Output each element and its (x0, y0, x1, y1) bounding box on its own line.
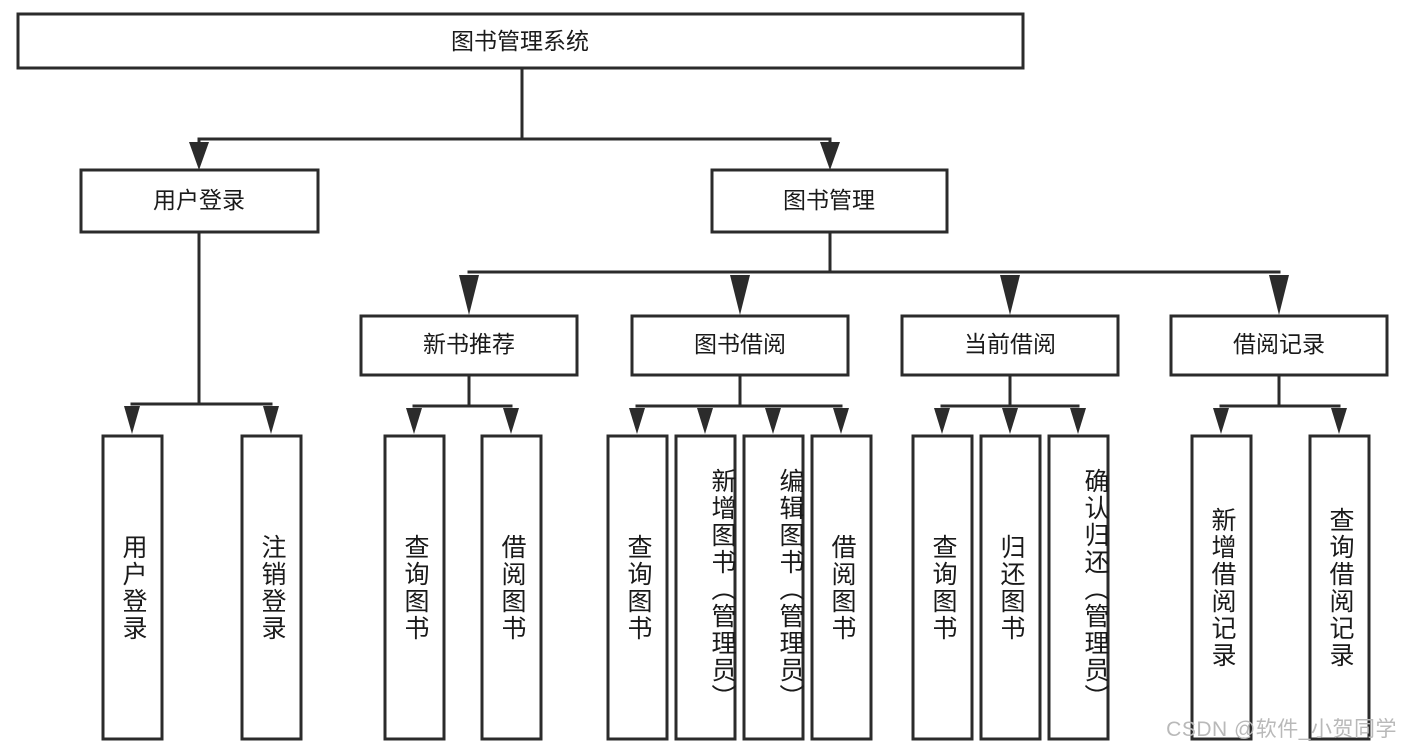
arrow-head-icon (934, 408, 950, 434)
node-user-login[interactable]: 用户登录 (79, 168, 320, 234)
arrow-head-icon (406, 408, 422, 434)
arrow-head-icon (459, 275, 479, 315)
arrow-head-icon (1331, 408, 1347, 434)
arrow-head-icon (124, 406, 140, 434)
node-book-borrow-label: 图书借阅 (694, 331, 786, 357)
arrow-head-icon (503, 408, 519, 434)
node-book-manage[interactable]: 图书管理 (710, 168, 949, 234)
arrow-head-icon (697, 408, 713, 434)
leaf-query-book-1-box[interactable] (383, 434, 446, 741)
leaf-query-record-box[interactable] (1308, 434, 1371, 741)
connector-group-new-book-recommend (406, 373, 519, 434)
arrow-head-icon (1213, 408, 1229, 434)
node-new-book-recommend-label: 新书推荐 (423, 331, 515, 357)
arrow-head-icon (765, 408, 781, 434)
leaf-user-login-box[interactable] (101, 434, 164, 741)
arrow-head-icon (629, 408, 645, 434)
arrow-head-icon (263, 406, 279, 434)
arrow-head-icon (833, 408, 849, 434)
leaf-boxes (101, 434, 1371, 741)
node-current-borrow-label: 当前借阅 (964, 331, 1056, 357)
node-borrow-record-box[interactable] (1169, 314, 1389, 377)
connector-group-borrow-record (1213, 373, 1347, 434)
connector-group-root (189, 66, 840, 170)
node-user-login-box[interactable] (79, 168, 320, 234)
arrow-head-icon (820, 142, 840, 170)
arrow-head-icon (189, 142, 209, 170)
leaf-edit-book-box[interactable] (742, 434, 805, 741)
node-new-book-recommend[interactable]: 新书推荐 (359, 314, 579, 377)
node-user-login-label: 用户登录 (153, 187, 245, 213)
connector-group-current-borrow (934, 373, 1086, 434)
leaf-add-book-box[interactable] (674, 434, 737, 741)
node-new-book-recommend-box[interactable] (359, 314, 579, 377)
watermark: CSDN @软件_小贺同学 (1166, 718, 1397, 741)
arrow-head-icon (1002, 408, 1018, 434)
arrow-head-icon (1070, 408, 1086, 434)
connector-group-book-borrow (629, 373, 849, 434)
leaf-add-record-box[interactable] (1190, 434, 1253, 741)
node-book-manage-box[interactable] (710, 168, 949, 234)
node-borrow-record[interactable]: 借阅记录 (1169, 314, 1389, 377)
node-book-manage-label: 图书管理 (783, 187, 875, 213)
node-book-borrow-box[interactable] (630, 314, 850, 377)
leaf-borrow-book-2-box[interactable] (810, 434, 873, 741)
node-current-borrow[interactable]: 当前借阅 (900, 314, 1120, 377)
node-root-label: 图书管理系统 (451, 28, 589, 54)
leaf-query-book-2-box[interactable] (606, 434, 669, 741)
leaf-borrow-book-1-box[interactable] (480, 434, 543, 741)
node-current-borrow-box[interactable] (900, 314, 1120, 377)
arrow-head-icon (730, 275, 750, 315)
leaf-logout-login-box[interactable] (240, 434, 303, 741)
arrow-head-icon (1269, 275, 1289, 315)
connector-group-book-manage (459, 230, 1289, 315)
node-root[interactable]: 图书管理系统 (16, 12, 1025, 70)
node-borrow-record-label: 借阅记录 (1233, 331, 1325, 357)
arrow-head-icon (1000, 275, 1020, 315)
leaf-confirm-return-box[interactable] (1047, 434, 1110, 741)
leaf-return-book-box[interactable] (979, 434, 1042, 741)
node-book-borrow[interactable]: 图书借阅 (630, 314, 850, 377)
node-root-box[interactable] (16, 12, 1025, 70)
connector-group-user-login (124, 230, 279, 434)
leaf-query-book-3-box[interactable] (911, 434, 974, 741)
